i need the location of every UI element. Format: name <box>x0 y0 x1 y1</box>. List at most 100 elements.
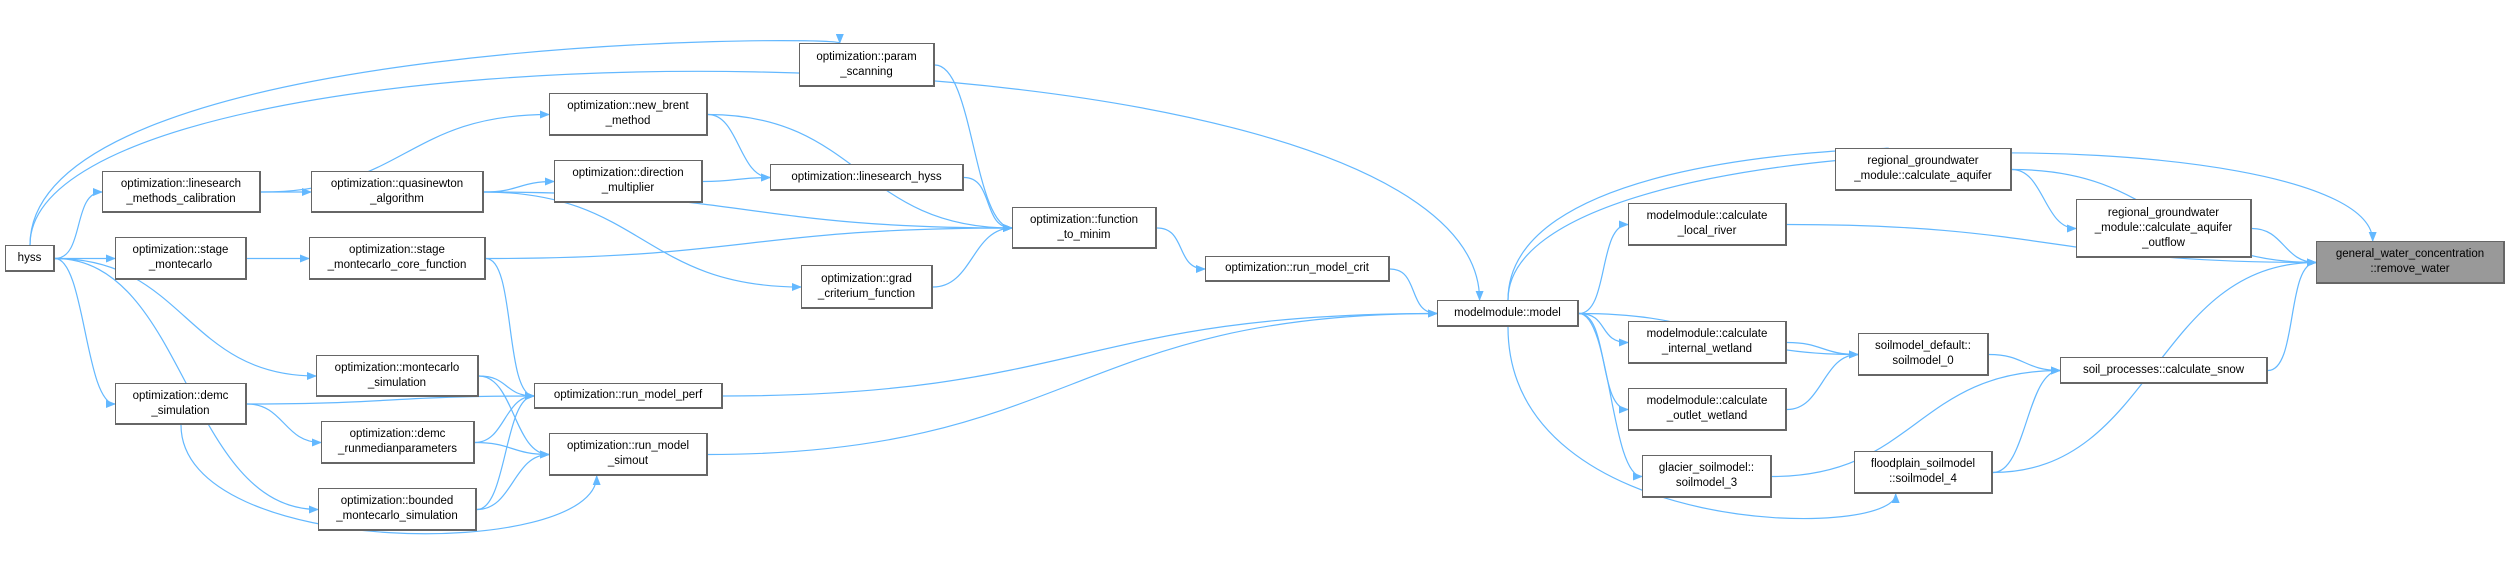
function-node[interactable]: optimization::bounded_montecarlo_simulat… <box>318 488 477 531</box>
call-edge <box>476 392 535 511</box>
function-node[interactable]: modelmodule::calculate_internal_wetland <box>1628 321 1787 364</box>
function-name-line: optimization::linesearch <box>120 177 242 190</box>
call-edge <box>707 309 1438 456</box>
function-name-line: modelmodule::calculate <box>1646 210 1768 222</box>
function-name-line: optimization::grad <box>821 272 912 285</box>
call-edge <box>707 113 771 182</box>
function-node[interactable]: optimization::stage_montecarlo <box>115 237 247 280</box>
call-edge <box>485 224 1013 260</box>
function-name-line: optimization::stage <box>132 244 229 256</box>
function-node[interactable]: optimization::montecarlo_simulation <box>316 355 479 397</box>
function-name-line: optimization::run_model_crit <box>1225 262 1369 274</box>
call-edge <box>54 188 103 260</box>
function-name-line: _simout <box>607 455 649 467</box>
function-name-line: optimization::param <box>816 50 917 63</box>
function-node[interactable]: optimization::demc_simulation <box>115 383 247 425</box>
function-name-line: optimization::bounded <box>340 495 454 507</box>
function-name-line: _module::calculate_aquifer <box>1854 170 1992 182</box>
function-node[interactable]: modelmodule::calculate_outlet_wetland <box>1628 388 1787 431</box>
call-edge <box>246 403 322 447</box>
function-node[interactable]: regional_groundwater_module::calculate_a… <box>1835 148 2012 191</box>
call-edge <box>702 173 771 183</box>
call-edge <box>1507 326 1900 520</box>
function-name-line: optimization::demc <box>132 389 229 402</box>
call-edge <box>483 191 802 291</box>
call-edge <box>476 450 550 511</box>
function-node[interactable]: glacier_soilmodel::soilmodel_3 <box>1642 455 1772 498</box>
call-edge <box>180 424 601 535</box>
function-name-line: _to_minim <box>1057 228 1111 241</box>
function-name-line: modelmodule::model <box>1454 306 1561 319</box>
function-name-line: _runmedianparameters <box>338 443 457 455</box>
function-name-line: optimization::new_brent <box>567 100 689 112</box>
call-edge <box>485 257 535 400</box>
function-name-line: _montecarlo <box>148 259 213 271</box>
call-edge <box>478 375 535 400</box>
function-node[interactable]: soilmodel_default::soilmodel_0 <box>1858 333 1989 376</box>
call-edge <box>2011 168 2077 233</box>
function-name-line: regional_groundwater <box>2107 206 2220 219</box>
call-edge <box>934 64 1013 232</box>
function-node[interactable]: floodplain_soilmodel::soilmodel_4 <box>1854 451 1993 494</box>
call-edge <box>1578 312 1643 481</box>
function-node[interactable]: optimization::param_scanning <box>799 43 935 87</box>
function-name-line: optimization::run_model_perf <box>553 389 703 401</box>
call-edge <box>474 441 550 459</box>
function-node[interactable]: optimization::linesearch_methods_calibra… <box>102 171 261 213</box>
function-name-line: _methods_calibration <box>126 192 236 205</box>
function-node[interactable]: optimization::new_brent_method <box>549 93 708 136</box>
call-edge <box>1578 220 1629 315</box>
function-node[interactable]: optimization::function_to_minim <box>1012 207 1157 249</box>
call-edge <box>963 176 1013 232</box>
function-name-line: _outlet_wetland <box>1666 410 1748 422</box>
function-node[interactable]: optimization::grad_criterium_function <box>801 265 933 309</box>
function-node[interactable]: optimization::demc_runmedianparameters <box>321 421 475 464</box>
function-node[interactable]: optimization::stage_montecarlo_core_func… <box>309 237 486 280</box>
function-name-line: _montecarlo_simulation <box>336 510 458 522</box>
function-node[interactable]: optimization::run_model_simout <box>549 433 708 476</box>
function-name-line: _simulation <box>151 404 210 417</box>
function-node[interactable]: optimization::quasinewton_algorithm <box>311 171 484 213</box>
function-node[interactable]: hyss <box>5 245 55 272</box>
function-name-line: _local_river <box>1677 225 1737 237</box>
function-name-line: optimization::montecarlo <box>334 361 460 374</box>
function-name-line: soilmodel_0 <box>1892 355 1954 367</box>
function-name-line: floodplain_soilmodel <box>1870 458 1976 470</box>
function-node[interactable]: optimization::run_model_crit <box>1205 256 1390 282</box>
function-node[interactable]: optimization::linesearch_hyss <box>770 164 964 191</box>
function-name-line: ::remove_water <box>2370 263 2450 275</box>
function-node[interactable]: regional_groundwater_module::calculate_a… <box>2076 199 2252 258</box>
call-edge <box>1786 350 1859 411</box>
function-name-line: _simulation <box>367 376 427 389</box>
function-name-line: _scanning <box>840 65 893 78</box>
call-edge <box>478 375 550 459</box>
call-edge <box>474 392 535 444</box>
function-node[interactable]: soil_processes::calculate_snow <box>2060 357 2268 384</box>
function-name-line: _method <box>605 115 651 127</box>
function-node[interactable]: optimization::run_model_perf <box>534 383 723 409</box>
function-node[interactable]: optimization::direction_multiplier <box>554 160 703 203</box>
call-edge <box>1988 353 2061 375</box>
function-name-line: optimization::quasinewton <box>330 177 464 190</box>
call-edge <box>1992 366 2061 474</box>
call-edge <box>29 70 1484 301</box>
call-edge <box>1786 223 2317 267</box>
function-name-line: _outflow <box>2142 236 2185 249</box>
function-name-line: soil_processes::calculate_snow <box>2082 363 2245 376</box>
function-name-line: modelmodule::calculate <box>1646 395 1768 407</box>
call-edge <box>1578 312 1629 347</box>
call-edge <box>54 257 116 408</box>
function-name-line: glacier_soilmodel:: <box>1658 462 1755 474</box>
call-edge <box>483 177 555 193</box>
current-function-node[interactable]: general_water_concentration::remove_wate… <box>2316 241 2505 284</box>
function-node[interactable]: modelmodule::calculate_local_river <box>1628 203 1787 246</box>
call-edge <box>2267 258 2317 372</box>
function-name-line: optimization::demc <box>349 428 446 440</box>
function-name-line: regional_groundwater <box>1867 155 1979 167</box>
call-edge <box>932 224 1013 288</box>
function-node[interactable]: modelmodule::model <box>1437 300 1579 327</box>
call-edge <box>1389 268 1438 318</box>
call-edge <box>1771 366 2061 478</box>
call-edge <box>1786 341 1859 359</box>
function-name-line: general_water_concentration <box>2335 248 2485 260</box>
